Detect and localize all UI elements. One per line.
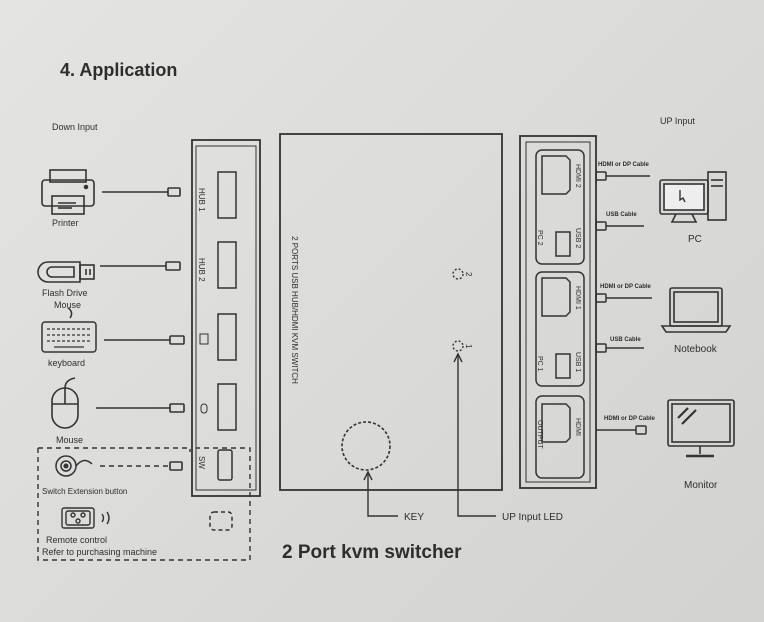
keyboard-label: keyboard (48, 358, 85, 368)
remote-refer-label: Refer to purchasing machine (42, 547, 157, 557)
mouse-icon (51, 377, 79, 429)
caption: 2 Port kvm switcher (282, 542, 462, 563)
cable-label-5: HDMI or DP Cable (604, 416, 656, 422)
printer-icon (41, 169, 95, 215)
key-label: KEY (404, 512, 424, 523)
down-input-label: Down Input (52, 122, 98, 132)
mouse-label: Mouse (56, 435, 83, 445)
hub2-label: HUB 2 (197, 258, 206, 282)
led-2-icon (452, 268, 464, 280)
hub1-label: HUB 1 (197, 188, 206, 212)
up-input-label: UP Input (660, 116, 695, 126)
output-panel (519, 135, 597, 489)
cable-label-3: HDMI or DP Cable (600, 284, 652, 290)
flash-drive-label: Flash Drive (42, 288, 88, 298)
flash-drive-icon (37, 261, 95, 283)
mouse-top-label: Mouse (54, 300, 81, 310)
mouse-port-symbol (200, 403, 208, 414)
keyboard-port-symbol (199, 333, 209, 345)
kvm-switch-body (279, 133, 503, 491)
pc1-label: PC 1 (536, 356, 543, 372)
output-label: OUTPUT (536, 420, 543, 450)
led-2-label: 2 (464, 272, 473, 277)
key-button-icon (341, 421, 391, 471)
notebook-label: Notebook (674, 344, 718, 355)
cable-label-2: USB Cable (606, 212, 637, 218)
pc-label: PC (688, 234, 702, 245)
hdmi-label: HDMI (574, 418, 581, 436)
sw-label: SW (197, 456, 206, 469)
left-cables (96, 187, 185, 471)
notebook-icon (660, 287, 732, 333)
led-1-icon (452, 340, 464, 352)
switch-extension-icon (55, 455, 93, 477)
hdmi2-label: HDMI 2 (574, 164, 581, 188)
usb1-label: USB 1 (574, 352, 581, 372)
cable-label-4: USB Cable (610, 337, 641, 343)
hub-ports (209, 171, 237, 531)
remote-control-icon (61, 507, 110, 529)
led-1-label: 1 (464, 344, 473, 349)
hub-panel (191, 139, 261, 497)
output-panel-inner (525, 141, 591, 483)
printer-label: Printer (52, 218, 79, 228)
switch-extension-label: Switch Extension button (42, 487, 127, 496)
right-cables (595, 171, 652, 435)
monitor-label: Monitor (684, 480, 718, 491)
keyboard-icon (41, 307, 97, 353)
remote-control-label: Remote control (46, 535, 107, 545)
usb2-label: USB 2 (574, 228, 581, 248)
kvm-vertical-title: 2 PORTS USB HUB/HDMI KVM SWITCH (290, 236, 299, 384)
led-callout-label: UP Input LED (502, 512, 563, 523)
pc2-label: PC 2 (536, 230, 543, 246)
heading: 4. Application (60, 60, 177, 80)
monitor-icon (667, 399, 735, 458)
hub-panel-inner (195, 145, 257, 491)
callout-lines (363, 352, 496, 517)
hdmi1-label: HDMI 1 (574, 286, 581, 310)
pc-icon (659, 171, 727, 223)
optional-accessory-boundary (37, 447, 251, 561)
right-panel-ports (535, 149, 585, 479)
cable-label-1: HDMI or DP Cable (598, 162, 650, 168)
